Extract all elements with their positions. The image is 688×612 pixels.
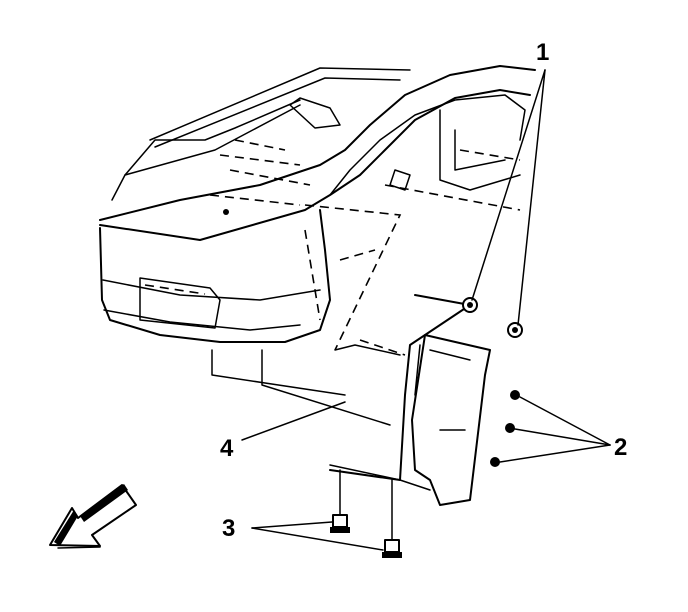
push-pin-icon bbox=[507, 322, 523, 338]
upper-push-pin-fasteners bbox=[462, 297, 523, 338]
vehicle-front-body bbox=[99, 65, 536, 343]
screw-icon bbox=[510, 390, 520, 400]
bolt-icon bbox=[330, 469, 350, 533]
front-direction-arrow-icon bbox=[49, 484, 137, 549]
splash-shield-panel bbox=[411, 334, 491, 506]
push-pin-icon bbox=[462, 297, 478, 313]
side-screw-fasteners bbox=[490, 390, 520, 467]
lower-bolt-fasteners bbox=[330, 469, 402, 558]
screw-icon bbox=[490, 457, 500, 467]
callout-2: 2 bbox=[614, 434, 627, 461]
screw-icon bbox=[505, 423, 515, 433]
fender-liner bbox=[211, 204, 471, 491]
callout-4: 4 bbox=[220, 435, 234, 462]
callout-3: 3 bbox=[222, 515, 235, 542]
bolt-icon bbox=[382, 479, 402, 558]
callout-1: 1 bbox=[536, 39, 549, 66]
leader-lines bbox=[241, 69, 611, 551]
